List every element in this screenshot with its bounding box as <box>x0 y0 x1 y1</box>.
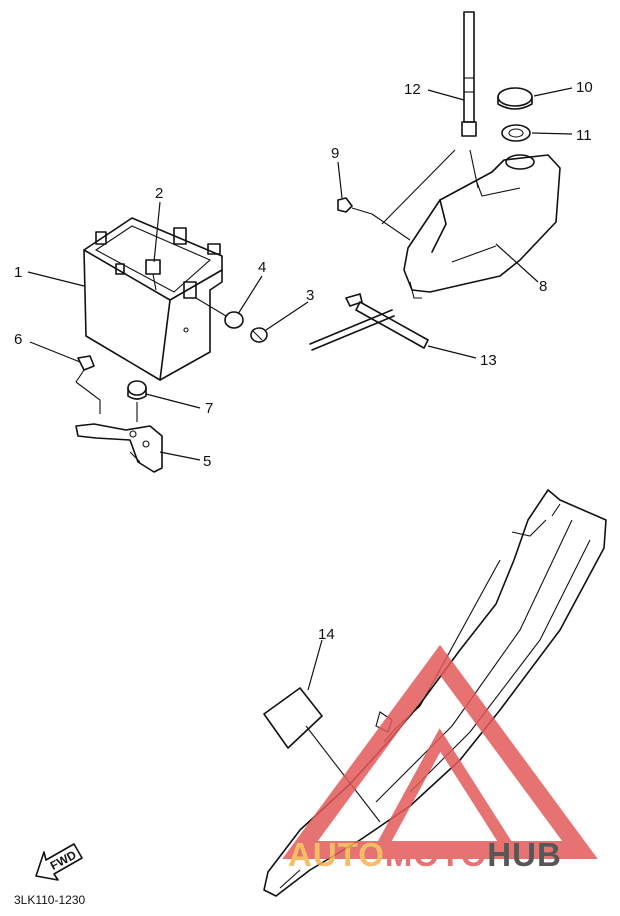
connection-lines-top <box>381 149 479 225</box>
callout-3: 3 <box>306 287 314 304</box>
part-13-hose-clip <box>309 293 429 351</box>
part-8-reservoir-tank <box>403 154 561 299</box>
callout-5: 5 <box>203 453 211 470</box>
part-11-gasket <box>501 124 531 142</box>
callout-6: 6 <box>14 331 22 348</box>
callout-10: 10 <box>576 79 593 96</box>
part-5-bracket <box>75 423 163 473</box>
callout-13: 13 <box>480 352 497 369</box>
callout-11: 11 <box>576 127 592 144</box>
diagram-code: 3LK110-1230 <box>14 893 86 907</box>
watermark-moto: MOTO <box>385 836 487 873</box>
callout-numbers: 1 2 3 4 5 6 7 8 9 10 11 12 13 14 <box>14 79 593 643</box>
callout-2: 2 <box>155 185 163 202</box>
part-3-collar <box>250 327 268 343</box>
callout-leaders <box>27 87 573 461</box>
part-9-screw <box>337 197 411 241</box>
part-10-cap <box>497 87 533 110</box>
part-7-grommet <box>127 380 147 422</box>
part-6-screw <box>75 355 101 414</box>
part-1-battery-box <box>83 217 223 381</box>
callout-1: 1 <box>14 264 22 281</box>
part-2-bolt <box>145 259 161 291</box>
callout-4: 4 <box>258 259 266 276</box>
callout-8: 8 <box>539 278 547 295</box>
callout-12: 12 <box>404 81 421 98</box>
callout-9: 9 <box>331 145 339 162</box>
watermark-auto: AUTO <box>288 836 385 873</box>
callout-7: 7 <box>205 400 213 417</box>
svg-text:AUTOMOTOHUB: AUTOMOTOHUB <box>288 836 562 873</box>
callout-14: 14 <box>318 626 335 643</box>
watermark-logo: AUTOMOTOHUB <box>282 644 598 873</box>
watermark-hub: HUB <box>487 836 562 873</box>
part-14-label <box>263 639 381 823</box>
fwd-arrow-icon: FWD <box>35 843 83 881</box>
part-12-bolt <box>461 11 477 137</box>
part-4-grommet <box>195 297 244 329</box>
